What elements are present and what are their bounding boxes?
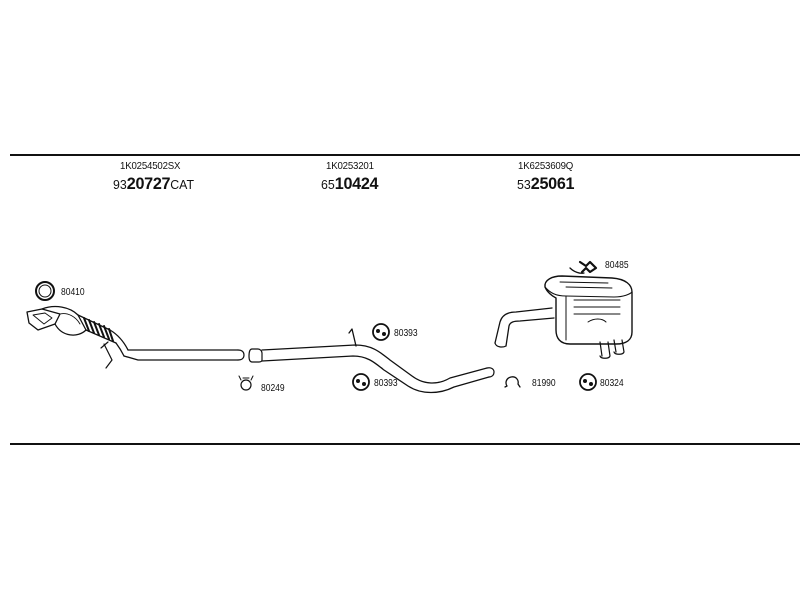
fitting-ref-omega-clamp: 81990 [532,378,556,389]
part-prefix: 93 [113,177,127,192]
pipe-clamp-icon [238,375,254,391]
top-divider [10,154,800,156]
oe-number-rear-silencer: 1K6253609Q [518,160,574,172]
hanger-bracket-icon [578,260,598,274]
part-main: 10424 [334,174,379,193]
middle-pipe [248,328,495,394]
catalytic-converter-front-pipe [26,305,245,369]
oe-number-middle-pipe: 1K0253201 [326,160,374,172]
oe-number-front-pipe: 1K0254502SX [120,160,181,172]
part-main: 25061 [530,174,575,193]
fitting-ref-rubber-mount-lower: 80393 [374,378,398,389]
bottom-divider [10,443,800,445]
fitting-ref-rubber-mount-rear: 80324 [600,378,624,389]
part-number-rear-silencer: 5325061 [517,174,575,194]
part-number-middle-pipe: 6510424 [321,174,379,194]
rubber-mount-icon [372,323,390,341]
rubber-mount-icon [352,373,370,391]
part-prefix: 65 [321,177,335,192]
part-prefix: 53 [517,177,531,192]
fitting-ref-pipe-clamp: 80249 [261,383,285,394]
part-main: 20727 [126,174,171,193]
fitting-ref-gasket-ring: 80410 [61,287,85,298]
fitting-ref-hanger-bracket: 80485 [605,260,629,271]
gasket-ring-icon [35,281,55,301]
rubber-mount-icon [579,373,597,391]
part-number-front-pipe: 9320727CAT [113,174,194,194]
omega-clamp-icon [504,376,521,388]
rear-silencer [494,267,633,359]
fitting-ref-rubber-mount-upper: 80393 [394,328,418,339]
part-suffix: CAT [170,177,195,192]
